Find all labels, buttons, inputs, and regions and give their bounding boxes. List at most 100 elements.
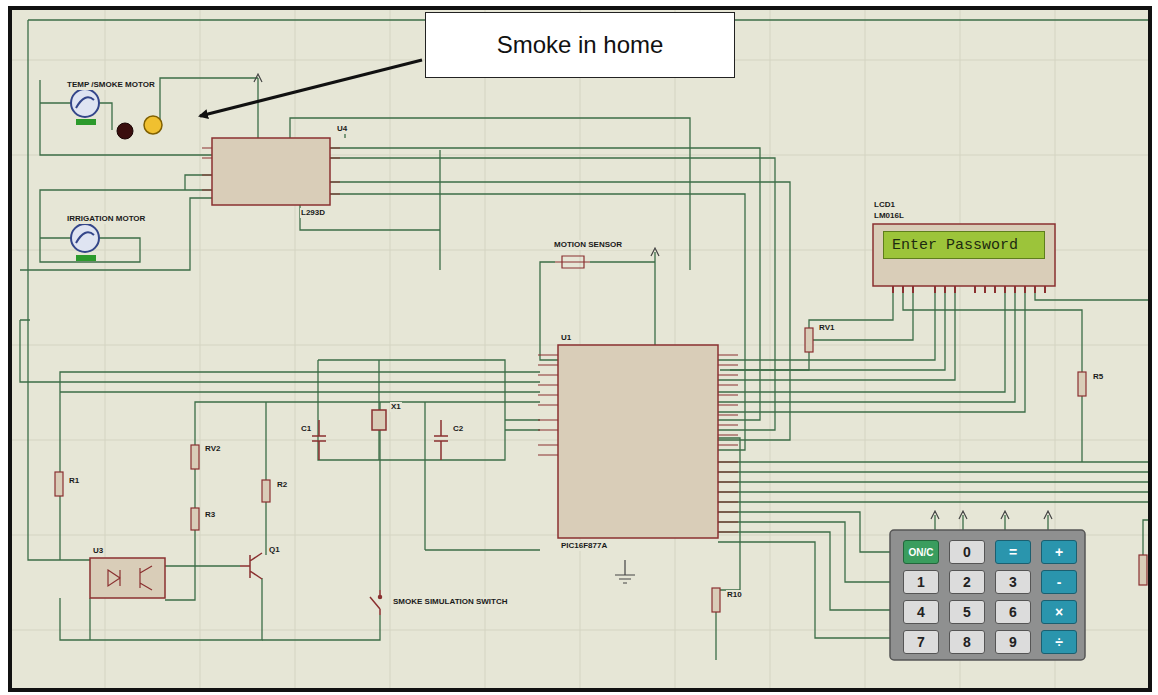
lcd-pin [893,286,1045,293]
motor-symbol [76,97,94,108]
switch-symbol [370,590,380,615]
node-text: 1 [917,574,925,590]
optocoupler [108,566,152,590]
crystal-symbol [312,410,448,460]
motor-indicator [76,255,96,261]
motor-symbol [71,89,99,117]
crystal-symbol [372,410,386,430]
resistor-symbol [262,480,270,502]
lcd-screen: Enter Password [883,231,1045,259]
node-text: 5 [963,604,971,620]
keypad-key: = [995,540,1031,564]
resistor-symbol [55,328,1147,612]
resistor-symbol [712,588,720,612]
node-text: 9 [1009,634,1017,650]
wire [60,402,266,640]
node-text: ON/C [909,547,934,558]
part-label: R2 [276,480,288,490]
power-symbol [254,74,1052,519]
keypad-key: × [1041,600,1077,624]
wire [718,512,890,638]
node-text: 4 [917,604,925,620]
leader-arrow [200,60,422,116]
part-label: C1 [300,424,312,434]
node-text: 7 [917,634,925,650]
keypad-body [890,530,1085,660]
potentiometer-symbol [805,328,813,352]
part-label: RV1 [818,323,835,333]
part-label: LCD1 [873,200,896,210]
grid-line [295,10,296,688]
node-text: 8 [963,634,971,650]
keypad-key: 6 [995,600,1031,624]
ic-chip [558,345,718,538]
grid-line [200,10,201,688]
part-label: C2 [452,424,464,434]
switch-symbol [379,596,382,599]
part-label: RV2 [204,444,221,454]
ic-chip [90,138,718,598]
power-symbol [254,74,1052,583]
keypad-key: 0 [949,540,985,564]
grid-line [770,10,771,688]
part-label: TEMP /SMOKE MOTOR [66,80,156,90]
wire [165,402,540,640]
motor-symbol [76,232,94,243]
wire [718,293,1150,412]
transistor-symbol [240,553,262,579]
keypad-key: ÷ [1041,630,1077,654]
switch-symbol [370,590,382,615]
node-text: × [1055,604,1063,620]
keypad-key: + [1041,540,1077,564]
wire [20,128,440,270]
resistor-symbol [1078,372,1086,396]
part-label: LM016L [873,211,905,221]
sheet-frame [10,8,1150,690]
grid-line [390,10,391,688]
grid-line [865,10,866,688]
wire [40,80,212,155]
part-label: R5 [1092,372,1104,382]
part-label: R3 [204,510,216,520]
node-text: Enter Password [892,237,1018,254]
wire [540,252,655,360]
ic-pin [202,148,738,532]
node-text: ÷ [1055,634,1063,650]
wire [20,320,540,560]
motor-indicator [76,119,96,125]
motor-symbol [71,89,99,261]
buzzer-symbol [117,123,133,139]
part-label: R1 [68,476,80,486]
part-label: Q1 [268,545,281,555]
optocoupler [90,558,165,598]
keypad-key: 2 [949,570,985,594]
grid-line [12,10,1148,688]
potentiometer-symbol [191,445,199,469]
part-label: PIC16F877A [560,541,608,551]
wire [28,20,1150,560]
resistor-symbol [191,508,199,530]
node-text: + [1055,544,1063,560]
ic-chip [212,138,330,205]
grid-line [485,10,486,688]
keypad-key: 7 [903,630,939,654]
node-text: - [1057,574,1062,590]
ic-pin [718,355,738,532]
callout-box: Smoke in home [425,12,735,78]
node-text: 2 [963,574,971,590]
ic-pin [202,148,340,194]
lcd-module [873,224,1055,293]
part-label: U4 [336,124,348,134]
keypad-key: 8 [949,630,985,654]
part-label: IRRIGATION MOTOR [66,214,146,224]
keypad-key: 1 [903,570,939,594]
resistor-symbol [55,472,63,496]
capacitor-symbol [434,420,448,460]
part-label: L293D [300,208,326,218]
part-label: X1 [390,402,402,412]
sheet-background [10,8,1150,690]
wire [40,175,212,262]
node-text: 0 [963,544,971,560]
keypad-key: ON/C [903,540,939,564]
